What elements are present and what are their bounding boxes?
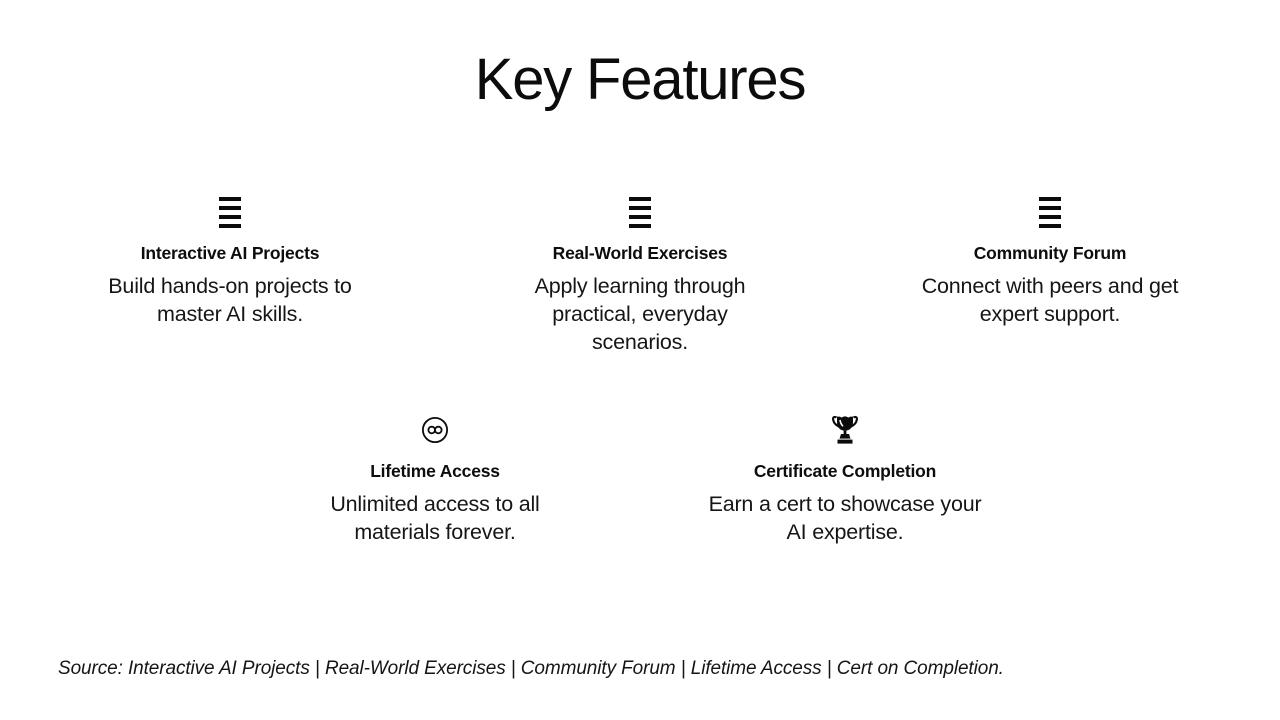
feature-description: Earn a cert to showcase your AI expertis… — [708, 492, 982, 544]
feature-card-real-world-exercises: Real-World Exercises Apply learning thro… — [435, 196, 845, 356]
feature-row-top: Interactive AI Projects Build hands-on p… — [0, 196, 1280, 356]
feature-card-lifetime-access: Lifetime Access Unlimited access to all … — [230, 414, 640, 546]
feature-description: Connect with peers and get expert suppor… — [921, 274, 1179, 326]
trophy-icon — [830, 414, 860, 446]
feature-card-interactive-ai-projects: Interactive AI Projects Build hands-on p… — [25, 196, 435, 356]
list-icon — [629, 196, 651, 228]
list-icon — [219, 196, 241, 228]
feature-description: Unlimited access to all materials foreve… — [330, 492, 540, 544]
feature-row-bottom: Lifetime Access Unlimited access to all … — [0, 414, 1280, 546]
feature-description: Apply learning through practical, everyd… — [534, 274, 746, 354]
feature-description: Build hands-on projects to master AI ski… — [108, 274, 352, 326]
feature-card-certificate-completion: Certificate Completion Earn a cert to sh… — [640, 414, 1050, 546]
feature-title: Certificate Completion — [753, 461, 937, 481]
list-icon — [1039, 196, 1061, 228]
feature-title: Real-World Exercises — [552, 243, 728, 263]
source-citation: Source: Interactive AI Projects | Real-W… — [58, 658, 1004, 679]
feature-title: Community Forum — [973, 243, 1127, 263]
infinity-circle-icon — [421, 414, 449, 446]
feature-title: Interactive AI Projects — [140, 243, 320, 263]
feature-title: Lifetime Access — [370, 461, 500, 481]
feature-card-community-forum: Community Forum Connect with peers and g… — [845, 196, 1255, 356]
page-title: Key Features — [474, 47, 807, 112]
